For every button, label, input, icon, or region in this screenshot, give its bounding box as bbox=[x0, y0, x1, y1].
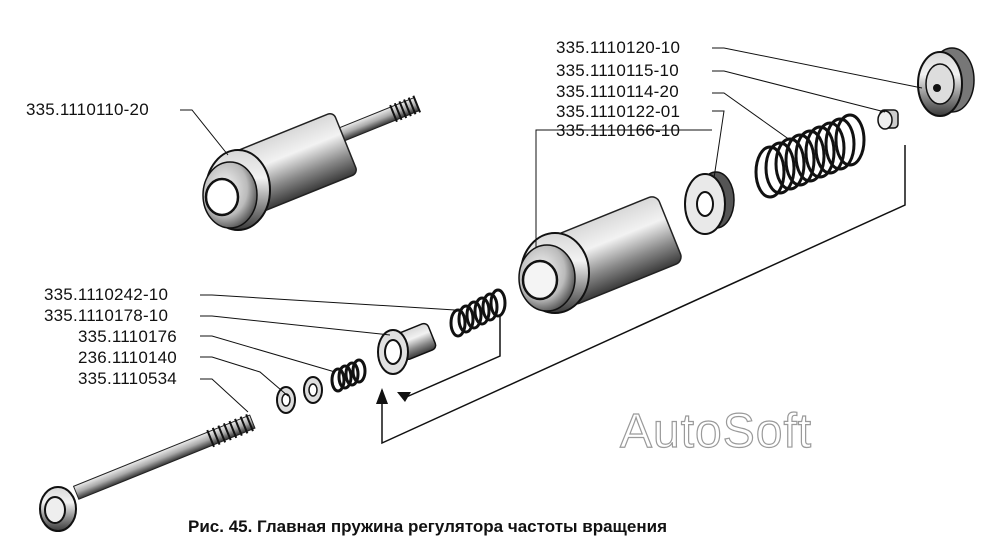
spring-plug bbox=[877, 109, 899, 130]
label-small-spring: 335.1110242-10 bbox=[44, 285, 169, 304]
assembly-arrows bbox=[376, 388, 411, 404]
long-bolt bbox=[39, 414, 256, 532]
bushing bbox=[377, 322, 437, 375]
label-end-cap: 335.1110120-10 bbox=[556, 38, 681, 57]
tiny-spring bbox=[330, 358, 367, 393]
watermark: AutoSoft bbox=[619, 404, 813, 458]
small-spring bbox=[449, 288, 507, 338]
label-washer: 335.1110122-01 bbox=[556, 102, 681, 121]
label-spring-plug: 335.1110115-10 bbox=[556, 61, 679, 80]
label-tiny-spring: 335.1110176 bbox=[78, 327, 177, 346]
assembly-path bbox=[381, 145, 906, 445]
label-central-piston: 335.1110166-10 bbox=[556, 121, 681, 140]
figure-caption: Рис. 45. Главная пружина регулятора част… bbox=[188, 517, 667, 536]
label-upper-piston: 335.1110110-20 bbox=[26, 100, 149, 119]
leader-lines bbox=[180, 47, 923, 413]
central-piston-assembly bbox=[518, 196, 682, 314]
label-main-spring: 335.1110114-20 bbox=[556, 82, 679, 101]
nut-and-washer bbox=[276, 376, 323, 414]
label-nut-washer: 236.1110140 bbox=[78, 348, 177, 367]
main-spring bbox=[754, 113, 866, 199]
label-long-bolt: 335.1110534 bbox=[78, 369, 177, 388]
end-cap bbox=[917, 47, 975, 117]
upper-piston-assembly bbox=[202, 95, 422, 231]
label-bushing: 335.1110178-10 bbox=[44, 306, 169, 325]
washer bbox=[684, 171, 735, 235]
